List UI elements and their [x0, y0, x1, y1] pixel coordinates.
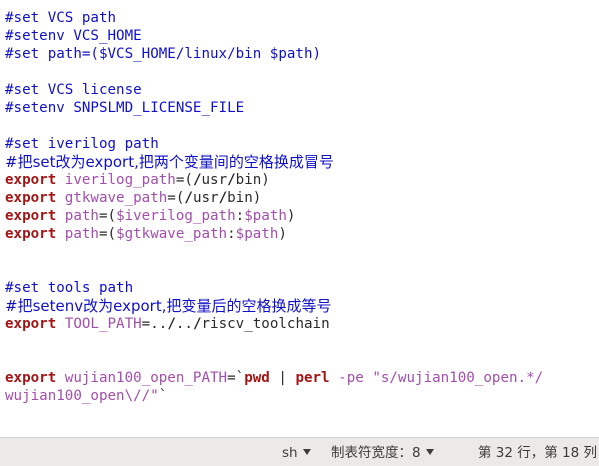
- code-token: export: [5, 190, 57, 206]
- code-token: |: [269, 370, 296, 386]
- code-token: $iverilog_path: [116, 208, 236, 224]
- code-token: ..: [150, 316, 168, 332]
- code-token: bin): [227, 190, 262, 206]
- code-token: =`: [227, 370, 245, 386]
- code-token: ): [286, 208, 296, 224]
- code-token: =(: [175, 172, 193, 188]
- code-token: wujian100_open_PATH: [56, 370, 228, 386]
- code-token: wujian100_open\//": [5, 388, 159, 404]
- code-token: =: [141, 316, 151, 332]
- code-token: ..: [175, 316, 193, 332]
- code-token: iverilog_path: [56, 172, 176, 188]
- cursor-position-label: 第 32 行，第 18 列: [478, 445, 598, 461]
- code-token: #把setenv改为export,把变量后的空格换成等号: [5, 297, 332, 315]
- code-token: path: [56, 208, 99, 224]
- code-token: /: [167, 316, 176, 332]
- tab-width-selector[interactable]: 制表符宽度：8: [331, 444, 434, 462]
- code-token: /: [192, 172, 202, 188]
- code-line: export TOOL_PATH=../../riscv_toolchain: [5, 315, 330, 333]
- code-token: bin): [235, 172, 270, 188]
- code-line: #set VCS path: [5, 9, 116, 27]
- code-token: /: [192, 316, 202, 332]
- code-line: #把setenv改为export,把变量后的空格换成等号: [5, 297, 331, 315]
- code-line: export wujian100_open_PATH=`pwd | perl -…: [5, 369, 543, 387]
- code-token: $gtkwave_path: [116, 226, 228, 242]
- code-token: usr: [192, 190, 219, 206]
- status-bar: sh 制表符宽度：8 第 32 行，第 18 列: [0, 437, 599, 466]
- code-token: TOOL_PATH: [56, 316, 142, 332]
- code-line: #set path=($VCS_HOME/linux/bin $path): [5, 45, 321, 63]
- code-token: #set iverilog path: [5, 136, 159, 152]
- code-token: perl: [295, 370, 330, 386]
- code-token: `: [158, 388, 168, 404]
- code-token: #把set改为export,把两个变量间的空格换成冒号: [5, 153, 334, 171]
- code-token: #set VCS path: [5, 10, 117, 26]
- code-token: :: [235, 208, 245, 224]
- code-token: export: [5, 226, 57, 242]
- code-token: =(: [98, 226, 117, 242]
- code-line: export path=($gtkwave_path:$path): [5, 225, 287, 243]
- code-token: -pe: [329, 370, 373, 386]
- chevron-down-icon: [302, 449, 311, 455]
- code-line: wujian100_open\//"`: [5, 387, 167, 405]
- code-token: #setenv VCS_HOME: [5, 28, 142, 44]
- code-token: $path: [244, 208, 287, 224]
- text-editor-area[interactable]: #set VCS path #setenv VCS_HOME #set path=(…: [0, 0, 599, 437]
- code-token: export: [5, 208, 57, 224]
- code-token: export: [5, 316, 57, 332]
- tab-width-label: 制表符宽度：8: [331, 445, 421, 461]
- code-token: path: [56, 226, 99, 242]
- code-token: export: [5, 370, 57, 386]
- code-token: $path: [235, 226, 279, 242]
- chevron-down-icon: [425, 449, 434, 455]
- code-token: gtkwave_path: [56, 190, 168, 206]
- code-token: :: [227, 226, 236, 242]
- code-token: /: [218, 190, 228, 206]
- code-token: =(: [98, 208, 117, 224]
- code-line: export path=($iverilog_path:$path): [5, 207, 295, 225]
- code-token: pwd: [244, 370, 270, 386]
- code-line: #set VCS license: [5, 81, 142, 99]
- language-label: sh: [282, 445, 298, 461]
- code-token: =(: [167, 190, 185, 206]
- code-line: export iverilog_path=(/usr/bin): [5, 171, 270, 189]
- code-token: /: [227, 172, 236, 188]
- code-token: /: [184, 190, 193, 206]
- code-line: #set iverilog path: [5, 135, 159, 153]
- code-token: "s/wujian100_open.*/: [372, 370, 544, 386]
- code-token: #set path=($VCS_HOME/linux/bin $path): [5, 46, 322, 62]
- code-token: export: [5, 172, 57, 188]
- code-line: #setenv VCS_HOME: [5, 27, 142, 45]
- code-token: riscv_toolchain: [201, 316, 330, 332]
- code-line: #set tools path: [5, 279, 133, 297]
- code-token: #setenv SNPSLMD_LICENSE_FILE: [5, 100, 245, 116]
- code-token: ): [278, 226, 287, 242]
- code-line: #setenv SNPSLMD_LICENSE_FILE: [5, 99, 244, 117]
- code-token: #set VCS license: [5, 82, 142, 98]
- code-token: #set tools path: [5, 280, 134, 296]
- code-line: export gtkwave_path=(/usr/bin): [5, 189, 261, 207]
- code-line: #把set改为export,把两个变量间的空格换成冒号: [5, 153, 334, 171]
- code-token: usr: [201, 172, 228, 188]
- cursor-position[interactable]: 第 32 行，第 18 列: [478, 444, 597, 462]
- language-selector[interactable]: sh: [282, 444, 311, 462]
